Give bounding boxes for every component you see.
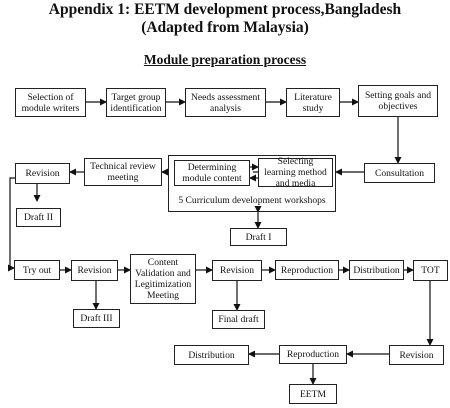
node-distribution-1: Distribution <box>349 260 404 280</box>
node-tot: TOT <box>413 260 448 281</box>
arrow-revision-to-tryout <box>8 177 15 272</box>
node-draft-3: Draft III <box>73 309 120 328</box>
node-draft-2: Draft II <box>16 208 61 227</box>
diagram-title-line1: Appendix 1: EETM development process,Ban… <box>48 1 402 18</box>
node-literature-study: Literature study <box>286 88 340 117</box>
node-needs-assessment-analysis: Needs assessment analysis <box>185 88 266 117</box>
node-target-group-identification: Target group identification <box>106 88 166 117</box>
diagram-title-line2: (Adapted from Malaysia) <box>141 19 309 36</box>
node-revision-4: Revision <box>389 345 444 365</box>
node-consultation: Consultation <box>364 163 435 183</box>
node-content-validation-meeting: Content Validation and Legitimization Me… <box>130 254 196 304</box>
group-curriculum-development-workshops <box>168 155 336 212</box>
node-draft-1: Draft I <box>230 228 287 246</box>
node-selecting-learning-method-and-media: Selecting learning method and media <box>258 156 333 189</box>
node-technical-review-meeting: Technical review meeting <box>84 158 162 186</box>
node-revision-2: Revision <box>71 260 118 281</box>
node-setting-goals-and-objectives: Setting goals and objectives <box>358 85 438 117</box>
node-eetm: EETM <box>289 384 337 404</box>
node-determining-module-content: Determining module content <box>174 160 250 186</box>
diagram-subtitle: Module preparation process <box>143 52 307 67</box>
node-selection-of-module-writers: Selection of module writers <box>15 88 86 117</box>
node-reproduction-1: Reproduction <box>275 260 339 280</box>
node-revision-1: Revision <box>15 163 70 184</box>
node-final-draft: Final draft <box>212 310 265 329</box>
node-revision-3: Revision <box>212 260 262 281</box>
node-try-out: Try out <box>14 260 60 280</box>
node-reproduction-2: Reproduction <box>279 345 347 364</box>
node-distribution-2: Distribution <box>174 345 249 365</box>
label-curriculum-development-workshops: 5 Curriculum development workshops <box>178 194 326 206</box>
